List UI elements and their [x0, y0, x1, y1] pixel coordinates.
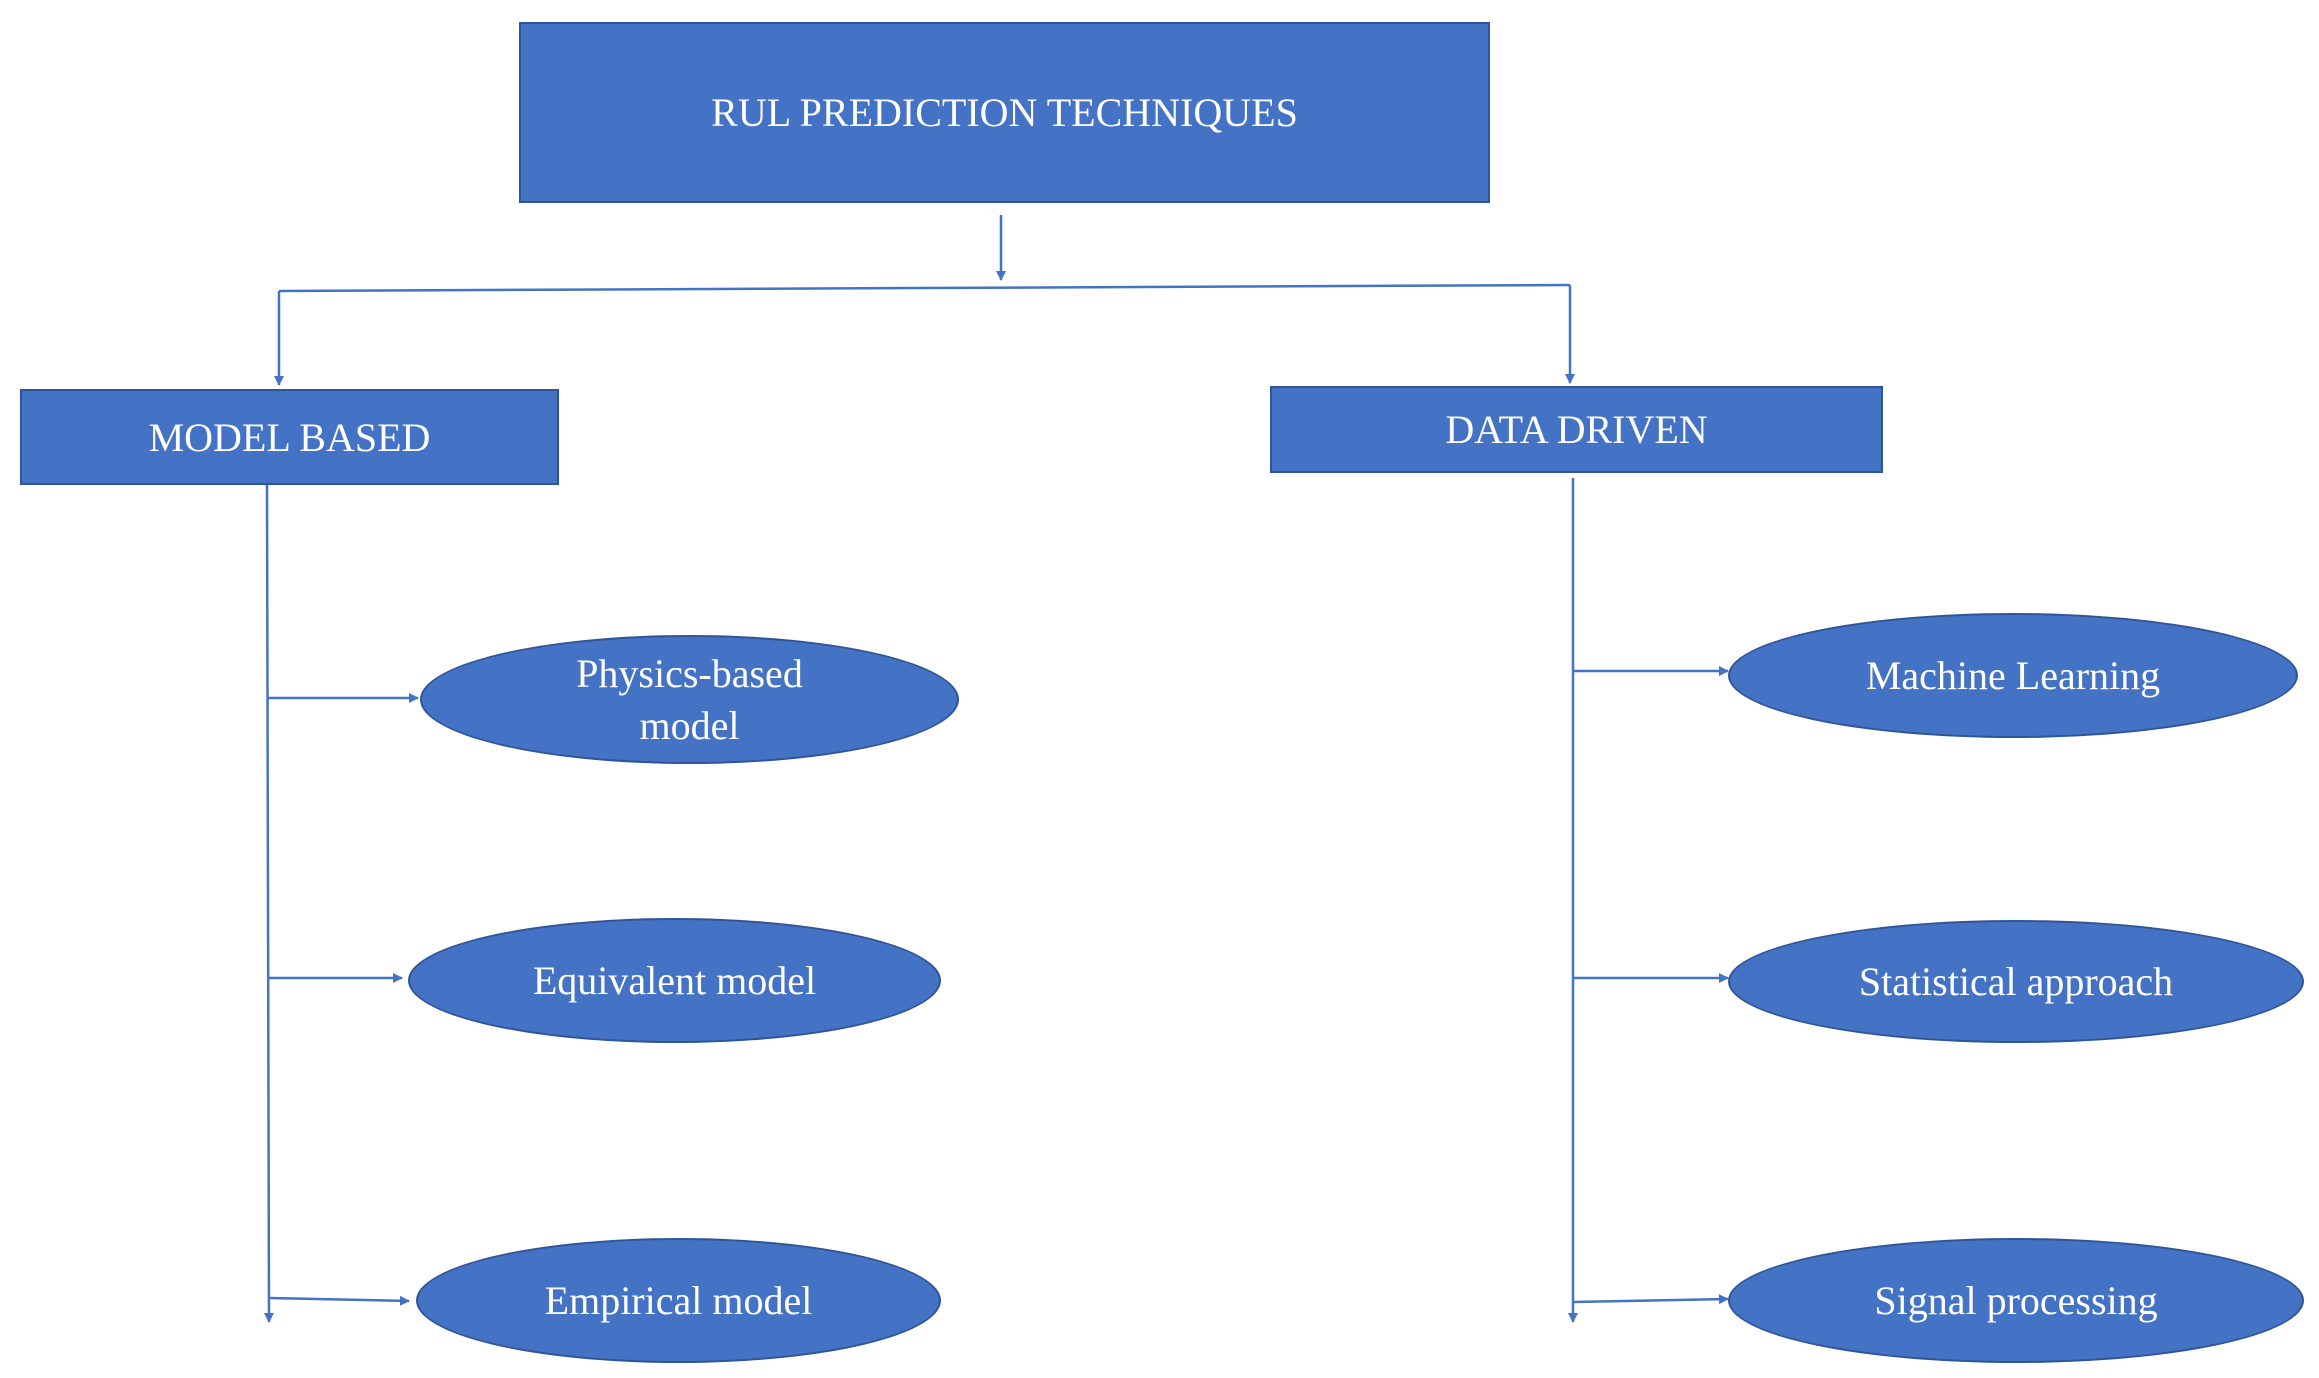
root-node: RUL PREDICTION TECHNIQUES [519, 22, 1490, 203]
signal-processing-label: Signal processing [1874, 1277, 2158, 1323]
machine-learning-node: Machine Learning [1728, 613, 2298, 738]
arrow-to-signal [1572, 1294, 1729, 1305]
physics-based-model-node: Physics-based model [420, 635, 959, 764]
machine-learning-label: Machine Learning [1865, 652, 2161, 698]
data-driven-node: DATA DRIVEN [1270, 386, 1883, 473]
statistical-approach-label: Statistical approach [1858, 958, 2174, 1004]
model-based-trunk [263, 484, 274, 1323]
splitter-line [278, 283, 1571, 293]
physics-based-line1: Physics-based [576, 650, 803, 696]
physics-based-line2: model [639, 702, 740, 748]
statistical-approach-node: Statistical approach [1728, 920, 2304, 1043]
equivalent-model-node: Equivalent model [408, 918, 941, 1043]
signal-processing-node: Signal processing [1728, 1238, 2304, 1363]
empirical-model-node: Empirical model [416, 1238, 941, 1363]
model-based-node: MODEL BASED [20, 389, 559, 485]
model-based-label: MODEL BASED [148, 414, 431, 460]
equivalent-model-label: Equivalent model [532, 957, 817, 1003]
empirical-model-label: Empirical model [544, 1277, 813, 1323]
data-driven-label: DATA DRIVEN [1445, 407, 1708, 452]
arrow-to-empirical [268, 1295, 410, 1306]
root-node-label: RUL PREDICTION TECHNIQUES [711, 90, 1298, 135]
